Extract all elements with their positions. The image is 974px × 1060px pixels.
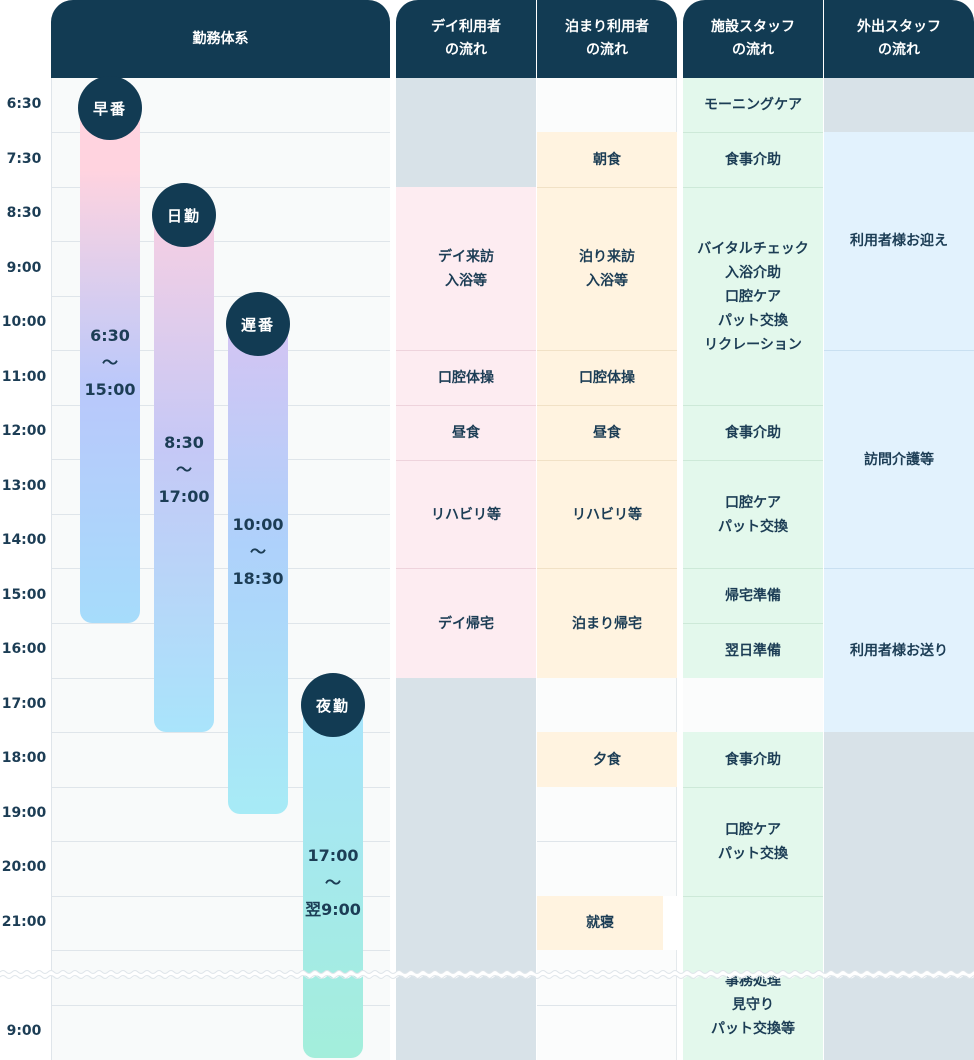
stay-visit: 泊り来訪 入浴等	[537, 187, 677, 350]
grid-line	[51, 241, 390, 242]
time-label: 13:00	[1, 478, 47, 494]
shift-time-night: 17:00 〜 翌9:00	[305, 846, 361, 919]
day-oral-exercise: 口腔体操	[396, 350, 536, 405]
time-label: 20:00	[1, 859, 47, 875]
grid-line	[51, 132, 390, 133]
stay-bedtime: 就寝	[537, 896, 663, 950]
grid-line	[51, 296, 390, 297]
grid-line	[51, 1005, 390, 1006]
bar-night-shift	[303, 706, 363, 1058]
bar-early-shift	[80, 108, 140, 623]
time-label: 19:00	[1, 805, 47, 821]
grid-line	[51, 623, 390, 624]
fac-meal-assist-breakfast: 食事介助	[683, 132, 823, 187]
day-idle-bottom	[396, 678, 536, 1060]
bar-day-shift	[154, 216, 214, 732]
fac-oral-care-evening: 口腔ケア パット交換	[683, 787, 823, 896]
fac-morning-care: モーニングケア	[683, 78, 823, 132]
time-label: 17:00	[1, 696, 47, 712]
time-label: 9:00	[6, 260, 42, 276]
header-day-flow: デイ利用者 の流れ	[396, 0, 536, 78]
fac-meal-assist-dinner: 食事介助	[683, 732, 823, 787]
grid-line	[51, 350, 390, 351]
header-shift: 勤務体系	[51, 0, 390, 78]
stay-idle-top	[537, 78, 677, 132]
grid-line	[51, 568, 390, 569]
time-label: 14:00	[1, 532, 47, 548]
grid-line	[51, 896, 390, 897]
day-visit: デイ来訪 入浴等	[396, 187, 536, 350]
day-lunch: 昼食	[396, 405, 536, 460]
time-label: 12:00	[1, 423, 47, 439]
grid-line	[51, 459, 390, 460]
shift-time-early: 6:30 〜 15:00	[84, 326, 136, 399]
stay-breakfast: 朝食	[537, 132, 677, 187]
out-pickup: 利用者様お迎え	[824, 132, 974, 350]
bar-late-shift	[228, 324, 288, 814]
time-label: 9:00	[6, 1023, 42, 1039]
badge-night-shift: 夜勤	[301, 673, 365, 737]
stay-lunch: 昼食	[537, 405, 677, 460]
grid-line	[537, 841, 677, 842]
shift-time-late: 10:00 〜 18:30	[232, 515, 284, 588]
out-idle-bottom	[824, 732, 974, 1060]
grid-edge	[51, 78, 52, 1060]
time-label: 21:00	[1, 914, 47, 930]
stay-idle-mid	[537, 678, 677, 732]
grid-line	[51, 187, 390, 188]
time-label: 11:00	[1, 369, 47, 385]
grid-line	[537, 1005, 677, 1006]
badge-early-shift: 早番	[78, 76, 142, 140]
out-home-care: 訪問介護等	[824, 350, 974, 568]
stay-return: 泊まり帰宅	[537, 568, 677, 678]
fac-morning-tasks: バイタルチェック 入浴介助 口腔ケア パット交換 リクレーション	[683, 187, 823, 405]
stay-oral-exercise: 口腔体操	[537, 350, 677, 405]
fac-idle	[683, 678, 823, 732]
day-return: デイ帰宅	[396, 568, 536, 678]
day-idle-top	[396, 78, 536, 187]
header-facility-flow: 施設スタッフ の流れ	[683, 0, 823, 78]
grid-line	[51, 514, 390, 515]
fac-next-day-prep: 翌日準備	[683, 623, 823, 678]
stay-rehab: リハビリ等	[537, 460, 677, 568]
fac-meal-assist-lunch: 食事介助	[683, 405, 823, 460]
time-label: 6:30	[6, 96, 42, 112]
out-dropoff: 利用者様お送り	[824, 568, 974, 732]
time-label: 15:00	[1, 587, 47, 603]
time-label: 7:30	[6, 151, 42, 167]
grid-line	[51, 732, 390, 733]
time-label: 16:00	[1, 641, 47, 657]
grid-line	[51, 678, 390, 679]
grid-line	[51, 405, 390, 406]
badge-day-shift: 日勤	[152, 183, 216, 247]
time-label: 18:00	[1, 750, 47, 766]
out-idle-top	[824, 78, 974, 132]
stay-dinner: 夕食	[537, 732, 677, 787]
grid-line	[51, 787, 390, 788]
fac-return-prep: 帰宅準備	[683, 568, 823, 623]
header-outing-flow: 外出スタッフ の流れ	[824, 0, 974, 78]
time-label: 10:00	[1, 314, 47, 330]
grid-line	[51, 841, 390, 842]
grid-line	[51, 950, 390, 951]
shift-time-day: 8:30 〜 17:00	[158, 433, 210, 506]
header-stay-flow: 泊まり利用者 の流れ	[537, 0, 677, 78]
day-rehab: リハビリ等	[396, 460, 536, 568]
badge-late-shift: 遅番	[226, 292, 290, 356]
fac-oral-care-afternoon: 口腔ケア パット交換	[683, 460, 823, 568]
time-break-wave	[0, 970, 974, 979]
time-label: 8:30	[6, 205, 42, 221]
